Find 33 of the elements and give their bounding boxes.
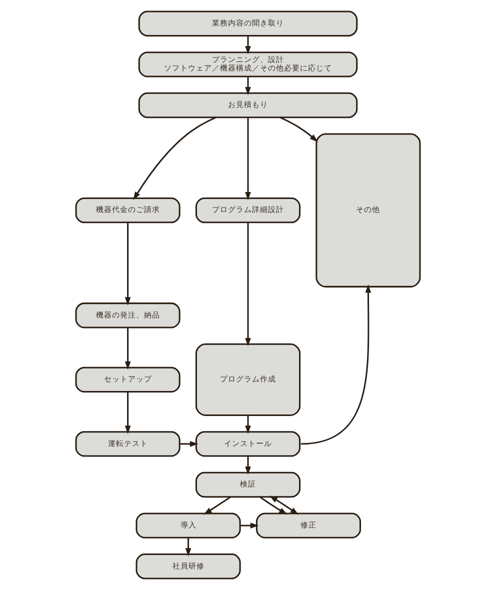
node-box: 業務内容の聞き取り	[138, 10, 358, 36]
node-box: プランニング、設計 ソフトウェア／機器構成／その他必要に応じて	[138, 52, 358, 78]
arrow	[244, 118, 250, 200]
node-box: 導入	[135, 512, 240, 538]
node-box: 機器の発注、納品	[74, 302, 180, 328]
arrow	[184, 538, 191, 556]
node-box: その他	[315, 133, 420, 288]
arrow	[300, 284, 371, 445]
arrow	[244, 415, 250, 434]
arrow	[203, 496, 231, 515]
arrow	[279, 116, 318, 142]
node-box: インストール	[194, 431, 300, 457]
arrow	[258, 496, 287, 515]
node-box: お見積もり	[138, 92, 358, 118]
arrow	[132, 116, 216, 200]
node-box: セットアップ	[74, 366, 180, 393]
arrow	[244, 222, 250, 346]
node-box: プログラム作成	[194, 343, 300, 416]
node-box: 検証	[194, 472, 300, 498]
arrow	[179, 441, 198, 447]
arrow	[244, 36, 250, 54]
node-box: 社員研修	[135, 554, 240, 580]
node-box: プログラム詳細設計	[194, 197, 300, 224]
arrow	[268, 496, 298, 515]
arrow	[124, 392, 130, 434]
arrow	[244, 456, 250, 475]
node-box: 運転テスト	[74, 431, 180, 457]
arrow	[124, 222, 130, 306]
arrow	[124, 328, 130, 370]
arrow	[240, 522, 258, 528]
node-box: 修正	[255, 512, 360, 538]
arrow	[244, 76, 250, 96]
node-box: 機器代金のご請求	[74, 197, 180, 224]
